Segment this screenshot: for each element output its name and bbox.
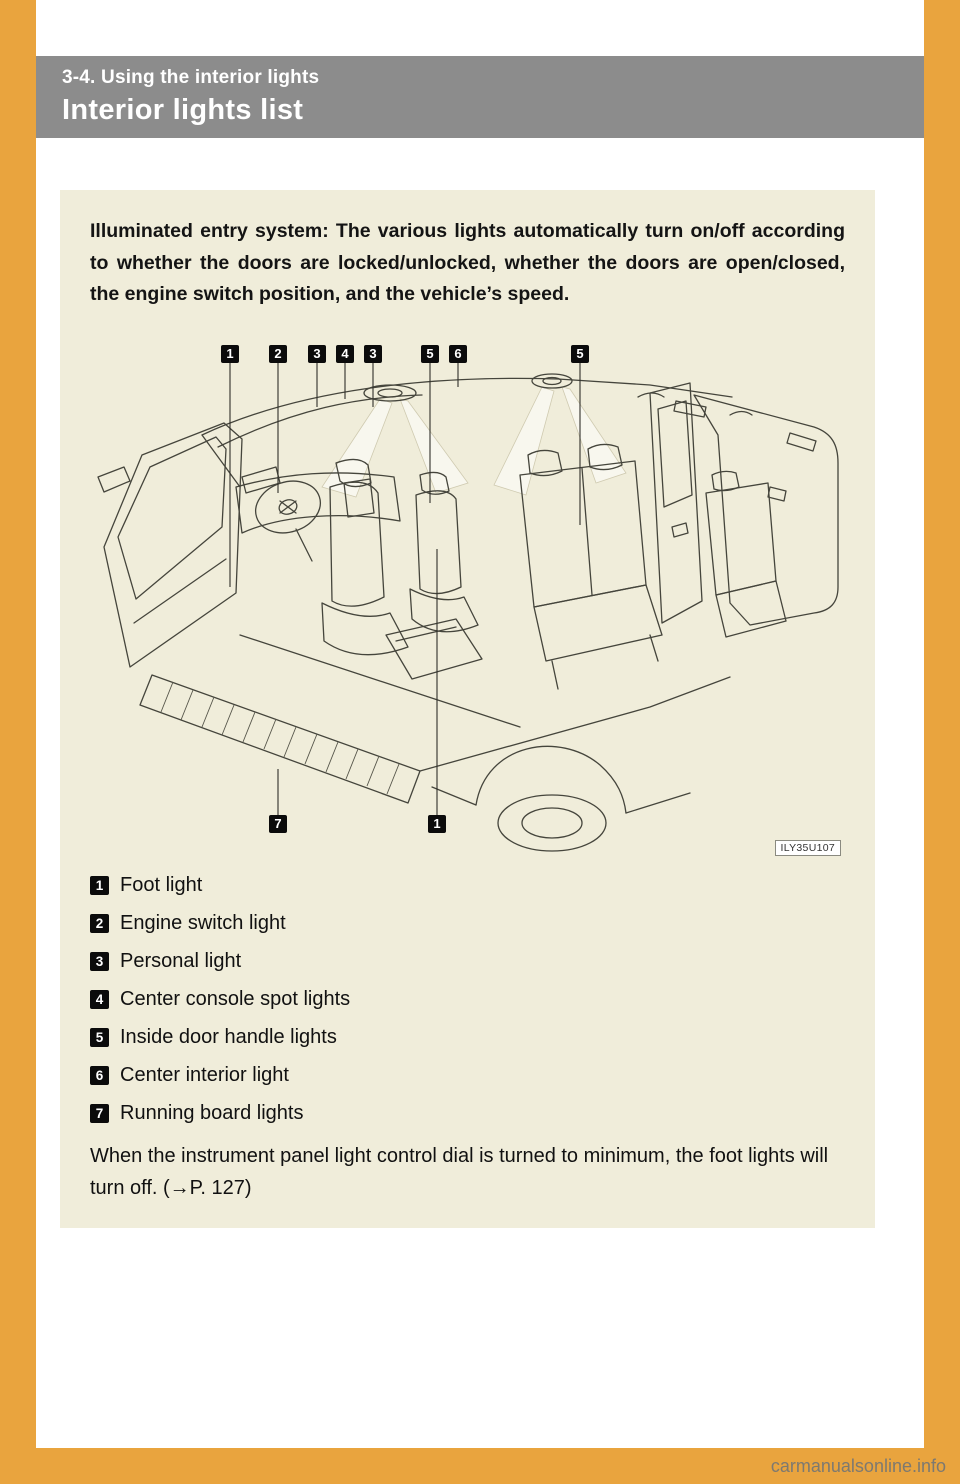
- interior-diagram: 1 2 3 4 3 5 6 5 7 1 ILY35U107: [90, 335, 845, 860]
- page-border-left: [0, 0, 36, 1484]
- page-border-right: [924, 0, 960, 1484]
- legend-label: Inside door handle lights: [120, 1025, 337, 1048]
- ceiling-lights: [363, 373, 753, 418]
- legend-label: Running board lights: [120, 1101, 304, 1124]
- header-band: 3-4. Using the interior lights Interior …: [36, 56, 924, 138]
- front-seats: [321, 458, 479, 656]
- legend-item: 1 Foot light: [90, 874, 845, 897]
- diagram-callout-badge: 2: [269, 344, 287, 363]
- running-board: [139, 674, 421, 804]
- legend-list: 1 Foot light 2 Engine switch light 3 Per…: [90, 874, 845, 1125]
- diagram-callout-badge: 1: [428, 814, 446, 833]
- content-panel: Illuminated entry system: The various li…: [60, 190, 875, 1228]
- diagram-callout-badge: 1: [221, 344, 239, 363]
- legend-number-badge: 6: [90, 1065, 109, 1085]
- legend-item: 2 Engine switch light: [90, 912, 845, 935]
- running-board-hatch: [160, 681, 400, 794]
- diagram-callout-badge: 3: [364, 344, 382, 363]
- rear-quarter-panel: [693, 394, 839, 626]
- legend-label: Engine switch light: [120, 911, 286, 934]
- legend-number-badge: 1: [90, 875, 109, 895]
- third-row-seats: [705, 470, 787, 638]
- page-title: Interior lights list: [62, 94, 304, 126]
- legend-label: Personal light: [120, 949, 242, 972]
- page-border-bottom: [0, 1448, 960, 1484]
- legend-item: 6 Center interior light: [90, 1064, 845, 1087]
- diagram-callout-badge: 4: [336, 344, 354, 363]
- note-text: When the instrument panel light control …: [90, 1144, 829, 1199]
- front-door: [97, 422, 243, 668]
- legend-number-badge: 3: [90, 951, 109, 971]
- watermark: carmanualsonline.info: [770, 1456, 946, 1476]
- legend-number-badge: 4: [90, 989, 109, 1009]
- car-interior-line-art: [97, 362, 839, 852]
- legend-label: Foot light: [120, 873, 203, 896]
- center-console: [385, 618, 483, 680]
- diagram-callout-badge: 5: [571, 344, 589, 363]
- rear-door: [649, 382, 703, 624]
- figure-code: ILY35U107: [774, 839, 841, 856]
- legend-item: 5 Inside door handle lights: [90, 1026, 845, 1049]
- diagram-callout-badge: 5: [421, 344, 439, 363]
- diagram-callout-badge: 3: [308, 344, 326, 363]
- legend-item: 4 Center console spot lights: [90, 988, 845, 1011]
- legend-item: 3 Personal light: [90, 950, 845, 973]
- legend-number-badge: 2: [90, 913, 109, 933]
- diagram-callout-badge: 6: [449, 344, 467, 363]
- legend-number-badge: 5: [90, 1027, 109, 1047]
- leader-lines: [229, 362, 581, 815]
- wheel-arch: [431, 745, 691, 852]
- legend-label: Center console spot lights: [120, 987, 351, 1010]
- diagram-callout-badge: 7: [269, 814, 287, 833]
- legend-number-badge: 7: [90, 1103, 109, 1123]
- legend-label: Center interior light: [120, 1063, 289, 1086]
- legend-item: 7 Running board lights: [90, 1102, 845, 1125]
- dashboard: [235, 466, 401, 534]
- steering-wheel: [255, 480, 321, 562]
- intro-text: Illuminated entry system: The various li…: [90, 220, 845, 306]
- section-label: 3-4. Using the interior lights: [62, 67, 320, 88]
- second-row-seats: [519, 443, 663, 690]
